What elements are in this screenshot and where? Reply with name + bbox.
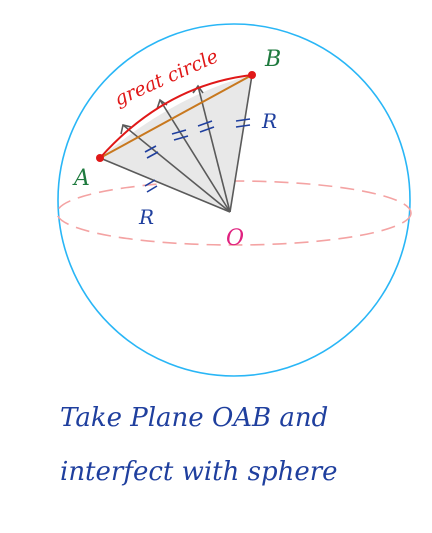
tick (199, 126, 215, 133)
tick (146, 185, 158, 193)
caption-line-2: interfect with sphere (60, 457, 338, 487)
radius-1 (122, 124, 231, 213)
radius-ob (229, 74, 253, 213)
radius-oa (99, 157, 231, 213)
tick (144, 179, 156, 187)
radii (99, 74, 253, 213)
tick (173, 135, 189, 141)
label-o: O (226, 226, 244, 251)
label-a: A (72, 166, 90, 191)
point-a-dot (96, 154, 104, 162)
tick (235, 124, 251, 128)
great-circle-arc (99, 74, 253, 159)
chord-ab (99, 74, 253, 159)
caption-line-1: Take Plane OAB and (60, 403, 328, 433)
point-b-dot (248, 71, 256, 79)
tick (235, 118, 251, 122)
sector-oab (100, 75, 252, 212)
label-r-right: R (261, 109, 277, 133)
tick (146, 151, 159, 159)
arrowhead-3 (192, 84, 204, 94)
radius-3 (197, 85, 231, 213)
tick (197, 120, 213, 127)
label-b: B (264, 47, 281, 72)
label-r-left: R (138, 205, 154, 229)
sphere-outline (57, 23, 411, 377)
tick (171, 129, 187, 135)
tick (144, 145, 157, 153)
arrowhead-1 (120, 124, 132, 135)
equal-ticks (144, 118, 251, 193)
